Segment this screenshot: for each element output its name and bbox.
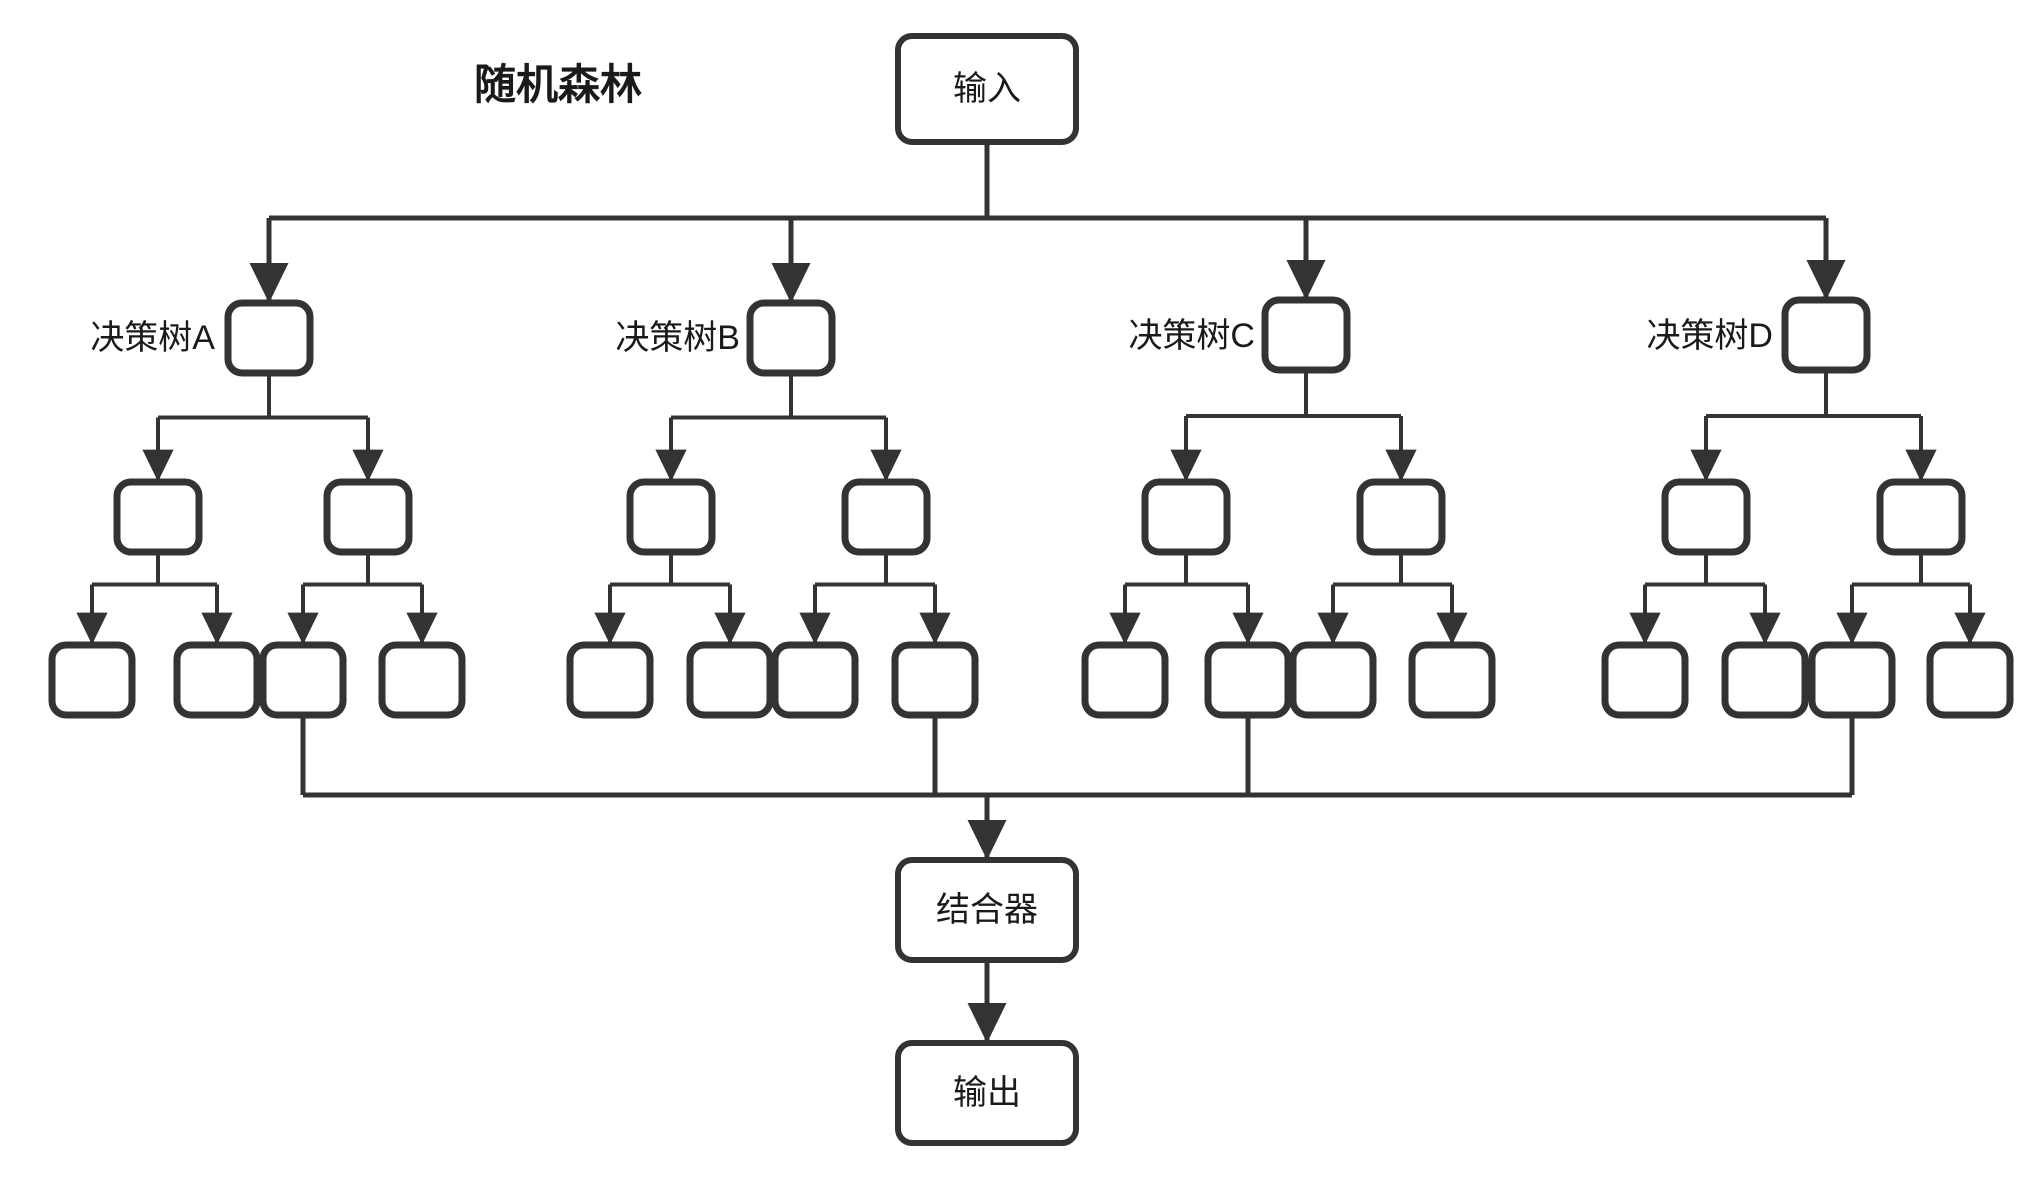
tree-0-root-node[interactable]	[224, 299, 314, 377]
tree-0-mid-node-0[interactable]	[113, 478, 203, 556]
tree-3-leaf-node-2[interactable]	[1808, 641, 1896, 719]
tree-1-root-node[interactable]	[746, 299, 836, 377]
output-node-label: 输出	[953, 1074, 1021, 1112]
tree-0-leaf-node-3[interactable]	[378, 641, 466, 719]
input-node-label: 输入	[953, 70, 1021, 108]
tree-3-leaf-node-1[interactable]	[1721, 641, 1809, 719]
nodes-layer	[48, 33, 2014, 1146]
tree-0-mid-node-1[interactable]	[323, 478, 413, 556]
tree-label-3: 决策树D	[1646, 317, 1773, 355]
tree-1-leaf-node-3[interactable]	[891, 641, 979, 719]
tree-1-leaf-node-2[interactable]	[771, 641, 859, 719]
tree-label-0: 决策树A	[90, 319, 215, 357]
combiner-node[interactable]	[895, 857, 1079, 963]
tree-2-mid-node-0[interactable]	[1141, 478, 1231, 556]
combiner-node-label: 结合器	[936, 891, 1038, 929]
tree-1-leaf-node-1[interactable]	[686, 641, 774, 719]
tree-2-mid-node-1[interactable]	[1356, 478, 1446, 556]
tree-2-leaf-node-0[interactable]	[1081, 641, 1169, 719]
input-node[interactable]	[895, 33, 1079, 145]
tree-0-leaf-node-1[interactable]	[173, 641, 261, 719]
tree-2-leaf-node-2[interactable]	[1289, 641, 1377, 719]
tree-3-leaf-node-0[interactable]	[1601, 641, 1689, 719]
tree-3-leaf-node-3[interactable]	[1926, 641, 2014, 719]
tree-2-leaf-node-1[interactable]	[1204, 641, 1292, 719]
output-node[interactable]	[895, 1040, 1079, 1146]
tree-2-root-node[interactable]	[1261, 296, 1351, 374]
tree-1-mid-node-1[interactable]	[841, 478, 931, 556]
tree-label-1: 决策树B	[615, 319, 740, 357]
tree-label-2: 决策树C	[1128, 317, 1255, 355]
tree-1-mid-node-0[interactable]	[626, 478, 716, 556]
tree-2-leaf-node-3[interactable]	[1408, 641, 1496, 719]
tree-0-leaf-node-2[interactable]	[259, 641, 347, 719]
tree-3-mid-node-1[interactable]	[1876, 478, 1966, 556]
tree-3-mid-node-0[interactable]	[1661, 478, 1751, 556]
diagram-title: 随机森林	[474, 61, 642, 108]
tree-1-leaf-node-0[interactable]	[566, 641, 654, 719]
edges-layer	[76, 142, 1986, 1044]
tree-3-root-node[interactable]	[1781, 296, 1871, 374]
tree-0-leaf-node-0[interactable]	[48, 641, 136, 719]
